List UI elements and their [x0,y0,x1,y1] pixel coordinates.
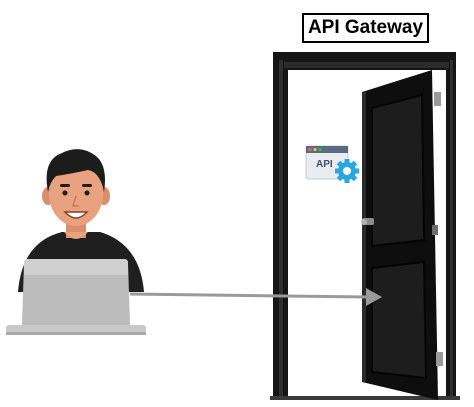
door-hinge-top [434,92,441,106]
gear-icon [335,159,359,183]
door-hinge-bottom [436,352,443,366]
arrow-icon [129,288,382,306]
title-box: API Gateway [302,13,429,43]
api-card-label: API [316,159,333,170]
door-frame [270,52,460,400]
door-icon [361,70,443,400]
laptop-icon [6,259,146,335]
page-title: API Gateway [307,17,424,38]
